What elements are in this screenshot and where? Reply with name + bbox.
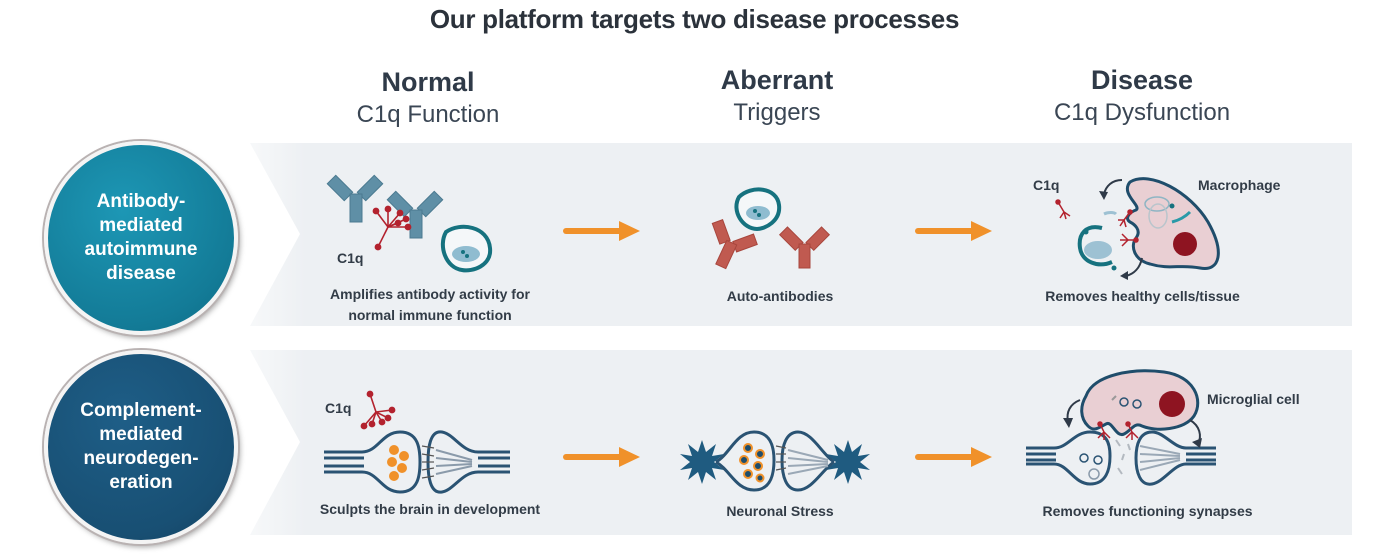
c1q-label: C1q: [337, 250, 364, 266]
category-line: Antibody-: [96, 191, 186, 212]
category-circle-neurodegeneration: Complement- mediated neurodegen- eration: [44, 350, 238, 544]
c1q-icon: [360, 390, 396, 430]
c1q-label: C1q: [325, 400, 352, 416]
column-heading-subtitle: C1q Dysfunction: [1053, 99, 1231, 126]
auto-antibody-icon: [711, 219, 831, 270]
flow-arrow-icon: [563, 447, 640, 467]
microglia-synapse-icon: [1026, 369, 1216, 486]
category-line: disease: [106, 263, 176, 284]
column-heading-aberrant: Aberrant Triggers: [627, 64, 927, 130]
caption-line: normal immune function: [348, 307, 512, 323]
category-label: Complement- mediated neurodegen- eration: [66, 399, 216, 495]
cell-icon: [734, 187, 782, 232]
c1q-label: C1q: [1033, 177, 1060, 193]
flow-arrow-icon: [563, 221, 640, 241]
column-heading-title: Aberrant: [720, 65, 834, 95]
category-line: eration: [109, 472, 173, 493]
category-line: neurodegen-: [83, 448, 199, 469]
column-heading-title: Disease: [1090, 65, 1194, 95]
cell-icon: [440, 224, 493, 273]
category-label: Antibody- mediated autoimmune disease: [66, 190, 216, 286]
macrophage-icon: [1055, 177, 1220, 280]
caption-disease-autoimmune: Removes healthy cells/tissue: [1045, 288, 1240, 304]
column-heading-normal: Normal C1q Function: [278, 66, 578, 132]
column-heading-subtitle: C1q Function: [356, 101, 500, 128]
caption-line: Amplifies antibody activity for: [330, 286, 530, 302]
column-heading-title: Normal: [381, 67, 475, 97]
c1q-icon: [372, 205, 412, 251]
category-line: mediated: [99, 215, 183, 236]
column-heading-subtitle: Triggers: [733, 99, 821, 126]
flow-arrow-icon: [915, 447, 992, 467]
caption-aberrant-neuro: Neuronal Stress: [726, 503, 834, 519]
macrophage-label: Macrophage: [1198, 177, 1281, 193]
category-circle-autoimmune: Antibody- mediated autoimmune disease: [44, 141, 238, 335]
flow-arrow-icon: [915, 221, 992, 241]
category-line: mediated: [99, 424, 183, 445]
caption-aberrant-autoimmune: Auto-antibodies: [726, 288, 834, 304]
category-line: autoimmune: [84, 239, 198, 260]
antibody-icon: [326, 174, 444, 239]
caption-normal-neuro: Sculpts the brain in development: [319, 501, 541, 517]
microglial-cell-label: Microglial cell: [1207, 391, 1300, 407]
synapse-icon: [324, 430, 510, 494]
page-title: Our platform targets two disease process…: [429, 4, 960, 34]
stressed-synapse-icon: [680, 430, 870, 492]
caption-disease-neuro: Removes functioning synapses: [1042, 503, 1253, 519]
column-heading-disease: Disease C1q Dysfunction: [992, 64, 1292, 130]
category-line: Complement-: [80, 400, 202, 421]
caption-normal-autoimmune: Amplifies antibody activity for normal i…: [300, 284, 560, 326]
